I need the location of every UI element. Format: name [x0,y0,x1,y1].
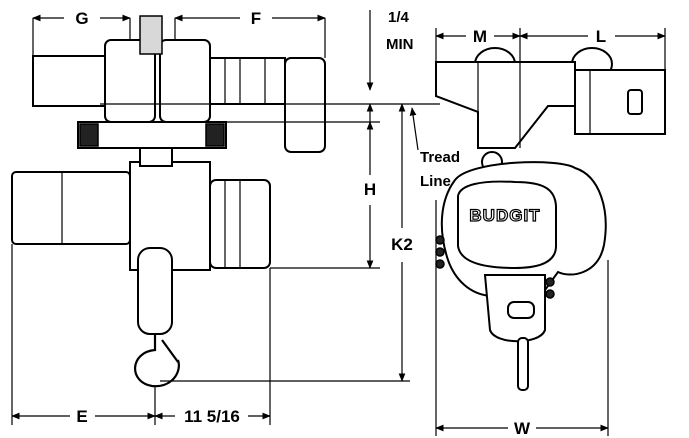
trolley-motor-cap [284,57,326,153]
dim-label-k2: K2 [391,235,413,254]
dim-m: M [435,27,521,62]
dim-k2: K2 [160,103,413,382]
trolley-wheel-right [159,39,211,123]
dim-label-f: F [251,9,261,28]
hook-block [137,247,173,335]
bolt-nut-left [79,123,99,147]
bolt-nut-right [205,123,225,147]
dim-w: W [435,200,609,438]
trolley-motor [209,57,286,105]
hoist-motor [11,171,131,245]
dim-h: H [210,121,380,269]
side-view [11,15,326,388]
beam-flange [139,15,163,55]
dim-f: F [174,9,326,58]
hook-latch [161,339,179,363]
trolley-end-housing [32,55,109,107]
dim-e: E [11,244,156,426]
dim-quarter-min: 1/4 MIN [366,9,414,125]
trolley-bolt-bar [77,121,227,149]
dim-label-l: L [596,27,606,46]
tread-label-1: Tread [420,149,460,166]
dim-eleven: 11 5/16 [154,268,271,426]
dim-label-min: MIN [386,36,414,53]
hook-block-end [507,301,535,319]
trolley-frame-end [435,61,576,149]
dim-label-m: M [473,27,487,46]
end-view: BUDGIT [435,47,666,391]
dim-label-e: E [76,407,87,426]
hook-shank-end [517,337,529,391]
hook [134,334,180,388]
tread-line-label: Tread Line [409,107,460,190]
dim-label-w: W [514,419,531,438]
trolley-motor-end [574,69,666,135]
hoist-mount [139,147,173,167]
dim-label-g: G [75,9,88,28]
trolley-motor-window [627,89,643,115]
dim-l: L [519,27,666,70]
brand-panel [457,180,557,270]
brand-name: BUDGIT [469,206,540,225]
dim-g: G [32,9,131,56]
tread-label-2: Line [420,173,451,190]
dim-label-eleven: 11 5/16 [184,407,240,426]
dim-label-h: H [364,180,376,199]
dim-label-quarter: 1/4 [388,9,410,26]
